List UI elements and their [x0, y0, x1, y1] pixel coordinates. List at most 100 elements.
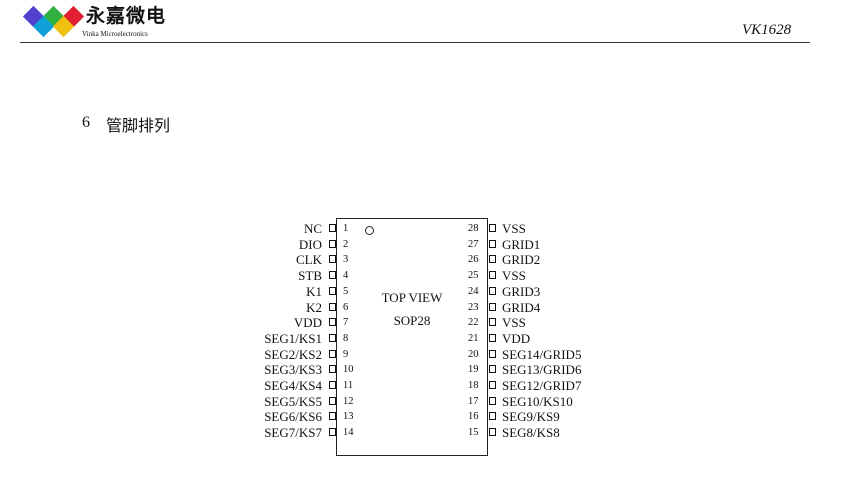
pin1-marker [365, 226, 374, 235]
section-number: 6 [82, 114, 90, 131]
pin-pad-icon [329, 428, 336, 437]
pin-name: SEG12/GRID7 [502, 378, 582, 393]
pin-name: GRID4 [502, 299, 541, 315]
pin: 19 SEG13/GRID6 [466, 362, 616, 377]
part-number: VK1628 [742, 22, 792, 38]
pin-name: SEG7/KS7 [264, 425, 322, 441]
pin: SEG3/KS3 10 [200, 362, 353, 378]
pin-name: GRID1 [502, 236, 541, 252]
pin-number: 5 [343, 285, 349, 297]
pin-pad-icon [329, 349, 336, 358]
pin-pad-icon [489, 349, 496, 358]
pin: 21 VDD [466, 331, 616, 346]
pin-pad-icon [329, 318, 336, 327]
pin-name: SEG13/GRID6 [502, 362, 582, 378]
pin-name: VSS [502, 221, 526, 236]
pin-name: K1 [306, 283, 322, 299]
pin-pad-icon [329, 396, 336, 405]
pin-pad-icon [489, 428, 496, 437]
section-title: 管脚排列 [106, 116, 171, 135]
pin-name: DIO [298, 236, 322, 252]
pin-number: 25 [468, 270, 479, 282]
pin-pad-icon [489, 365, 496, 374]
pin: 15 SEG8/KS8 [466, 425, 616, 440]
pin: SEG7/KS7 14 [200, 425, 353, 441]
pin: SEG2/KS2 9 [200, 347, 350, 362]
pin-name: SEG5/KS5 [264, 393, 322, 409]
pin-number: 10 [343, 364, 354, 376]
pin-number: 8 [343, 332, 349, 344]
pin-name: VSS [502, 315, 526, 331]
pin-pad-icon [329, 286, 336, 295]
pin-pad-icon [489, 396, 496, 405]
pin-pad-icon [489, 224, 496, 232]
pin-name: SEG4/KS4 [264, 378, 322, 393]
pin-number: 15 [468, 427, 479, 439]
pin-number: 14 [343, 427, 354, 439]
pin-number: 24 [468, 285, 479, 297]
pin-number: 9 [343, 348, 349, 360]
pin-pad-icon [329, 255, 336, 264]
pin-name: SEG9/KS9 [502, 409, 560, 425]
pin-pad-icon [489, 239, 496, 248]
pin-pad-icon [489, 255, 496, 264]
chip-view-label: TOP VIEW [381, 290, 443, 305]
pin: STB 4 [200, 268, 350, 283]
pin-number: 4 [343, 270, 349, 282]
pin-number: 16 [468, 411, 479, 423]
pin-pad-icon [329, 365, 336, 374]
pin-number: 26 [468, 254, 479, 266]
pin-name: SEG8/KS8 [502, 425, 560, 441]
pin: 27 GRID1 [466, 237, 616, 252]
pin-name: SEG3/KS3 [264, 362, 322, 378]
pin-number: 12 [343, 395, 354, 407]
pin-pad-icon [329, 412, 336, 421]
pin-pad-icon [329, 302, 336, 311]
pin-name: VDD [502, 330, 531, 346]
pin-number: 13 [343, 411, 354, 423]
pin-pad-icon [489, 412, 496, 421]
pin-name: NC [303, 221, 322, 236]
pin-pad-icon [489, 286, 496, 295]
pin-number: 23 [468, 301, 479, 313]
pin: CLK 3 [200, 252, 350, 267]
pin-name: VSS [502, 268, 526, 284]
pin-name: GRID3 [502, 283, 541, 299]
chip-package-label: SOP28 [393, 313, 431, 328]
pin-name: SEG2/KS2 [264, 346, 322, 362]
pin-number: 7 [343, 317, 349, 329]
pin: 24 GRID3 [466, 284, 616, 299]
pin-pad-icon [329, 224, 336, 232]
pin-pad-icon [329, 333, 336, 342]
pin-name: VDD [293, 315, 322, 331]
pin-pad-icon [489, 381, 496, 389]
pin: VDD 7 [200, 315, 350, 330]
pin: 16 SEG9/KS9 [466, 409, 616, 424]
pin-number: 3 [343, 254, 349, 266]
pin-number: 11 [343, 380, 354, 391]
pin-number: 6 [343, 301, 349, 313]
logo-en: Vinka Microelectronics [82, 30, 148, 38]
pin-number: 20 [468, 348, 479, 360]
pin-name: CLK [296, 252, 322, 268]
pin-number: 27 [468, 238, 479, 250]
pin-pad-icon [329, 271, 336, 280]
pin-number: 19 [468, 364, 479, 376]
pin-pad-icon [329, 381, 336, 389]
pin: 25 VSS [466, 268, 616, 283]
pin-number: 21 [468, 332, 479, 344]
pin-name: STB [298, 268, 322, 284]
pin-pad-icon [489, 318, 496, 327]
pin: 23 GRID4 [466, 300, 616, 315]
pin: SEG4/KS4 11 [200, 378, 354, 393]
